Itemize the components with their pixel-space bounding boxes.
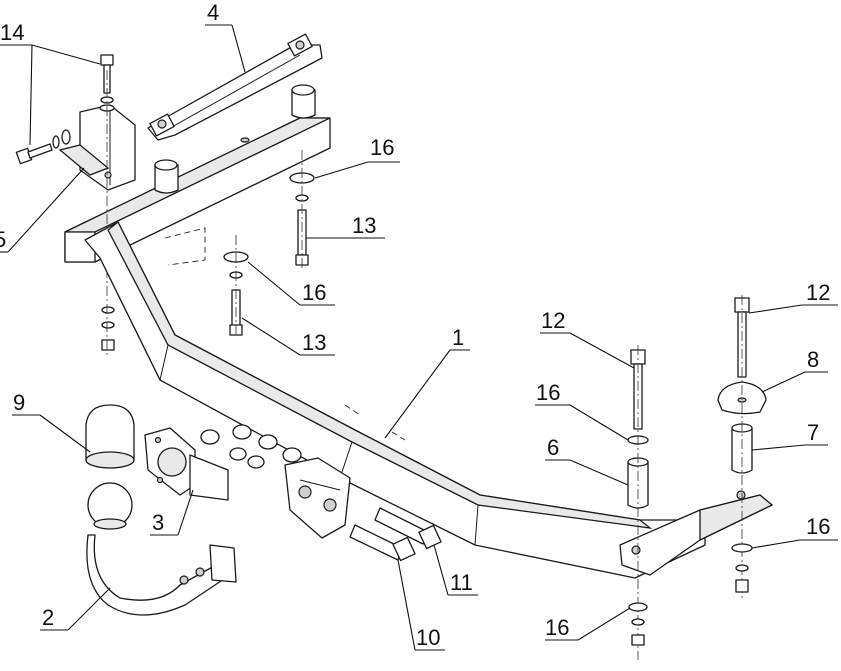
callout-16-middle: 16 bbox=[302, 280, 326, 305]
callout-6: 6 bbox=[547, 435, 559, 460]
callout-16-right-lower: 16 bbox=[806, 514, 830, 539]
callout-14: 14 bbox=[0, 20, 24, 45]
callouts: 14 4 5 16 13 16 13 1 12 bbox=[0, 0, 838, 651]
callout-12-left: 12 bbox=[541, 308, 565, 333]
ball-mount-plate bbox=[284, 457, 351, 539]
lower-hardware-left bbox=[628, 602, 648, 646]
side-bracket-5 bbox=[58, 104, 136, 191]
washer-8 bbox=[717, 381, 767, 415]
callout-13-upper: 13 bbox=[352, 213, 376, 238]
ball-cover-9 bbox=[85, 404, 135, 469]
callout-3: 3 bbox=[152, 510, 164, 535]
callout-5: 5 bbox=[0, 227, 6, 252]
callout-16-bottom: 16 bbox=[545, 615, 569, 640]
lower-nuts-left bbox=[101, 306, 115, 351]
callout-1: 1 bbox=[452, 325, 464, 350]
callout-2: 2 bbox=[42, 605, 54, 630]
callout-16-upper: 16 bbox=[370, 135, 394, 160]
lower-hardware-right bbox=[731, 543, 753, 593]
callout-4: 4 bbox=[207, 0, 219, 25]
main-beam-1 bbox=[84, 220, 774, 579]
washer-set-center bbox=[200, 424, 302, 469]
callout-9: 9 bbox=[13, 390, 25, 415]
callout-8: 8 bbox=[807, 347, 819, 372]
tube-6 bbox=[627, 457, 649, 509]
bolt-12-left bbox=[627, 349, 649, 445]
tow-ball-2 bbox=[86, 482, 237, 616]
bracket-4 bbox=[147, 33, 323, 141]
bolts-10-11 bbox=[349, 507, 442, 562]
socket-plate-3 bbox=[144, 427, 229, 501]
upper-crossbar bbox=[64, 84, 331, 263]
callout-12-right: 12 bbox=[806, 280, 830, 305]
callout-7: 7 bbox=[807, 420, 819, 445]
callout-16-right-middle: 16 bbox=[536, 380, 560, 405]
callout-13-lower: 13 bbox=[302, 330, 326, 355]
callout-10: 10 bbox=[416, 625, 440, 650]
callout-11: 11 bbox=[450, 570, 473, 595]
